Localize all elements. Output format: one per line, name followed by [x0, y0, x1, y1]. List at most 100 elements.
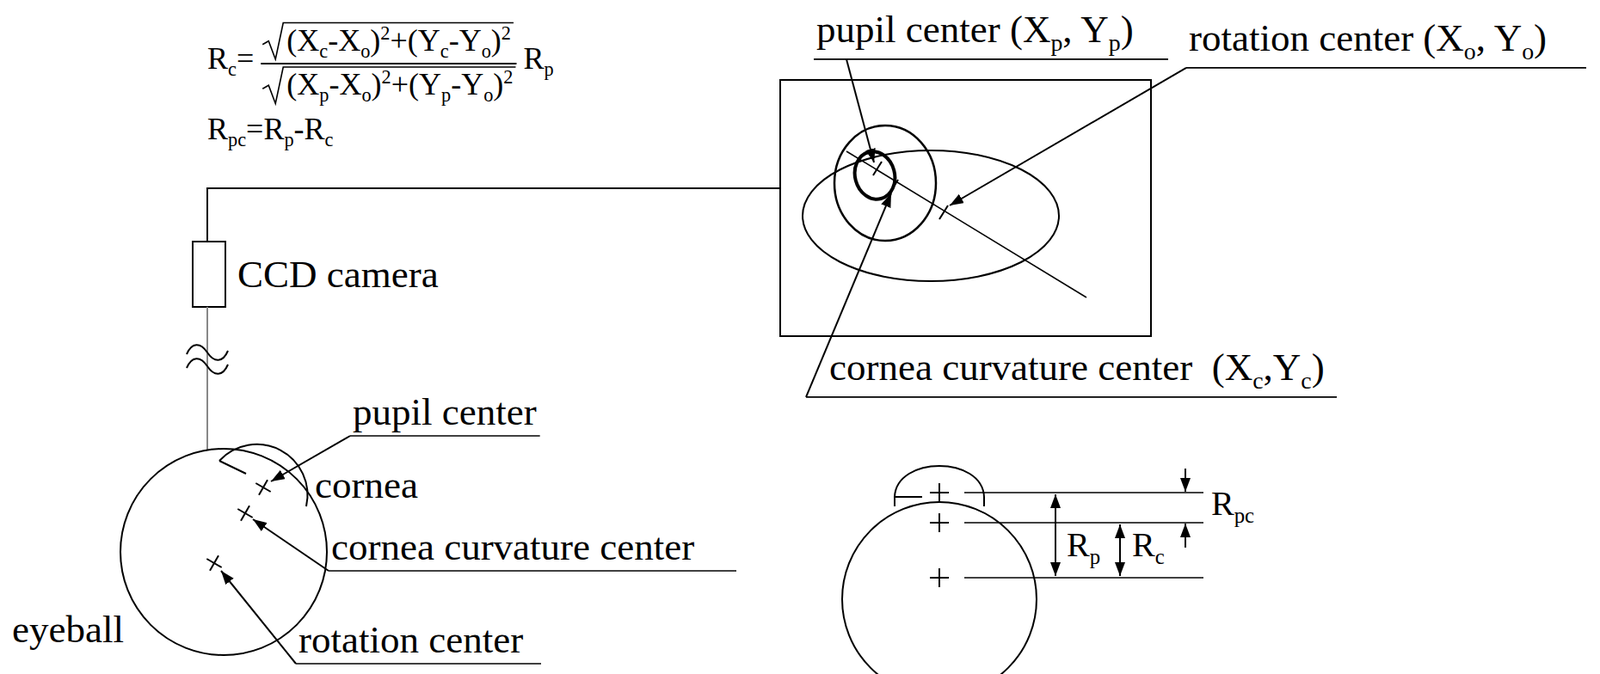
dimension-label: Rc [1132, 528, 1165, 569]
underline [328, 570, 737, 573]
label-text: +(Y [391, 67, 442, 102]
subscript: o [361, 84, 371, 106]
label-text: pupil center [352, 390, 537, 434]
label-text: (X [286, 23, 320, 58]
superscript: 2 [501, 22, 511, 44]
label-text: eyeball [12, 608, 124, 652]
dimension-label: Rp [1066, 528, 1101, 569]
pupil-center-cross [929, 483, 949, 503]
label-text: ) [1120, 7, 1134, 51]
dimension-arrow [1184, 468, 1187, 493]
label-text: -Y [449, 23, 482, 58]
underline [806, 396, 1337, 399]
axis-line [846, 151, 1087, 298]
part-label: cornea curvature center [331, 528, 695, 567]
eyeball-outline [120, 449, 327, 656]
label-text: R [523, 41, 544, 76]
coordinate-label: cornea curvature center (Xc,Yc) [829, 348, 1325, 394]
subscript: c [319, 40, 328, 62]
label-text: rotation center [298, 618, 524, 662]
cornea-outline [894, 466, 985, 507]
label-text: cornea [314, 463, 419, 507]
cornea-outline [219, 444, 308, 507]
radical-sign [262, 23, 514, 61]
iris-outline [834, 125, 936, 241]
part-label: rotation center [298, 621, 524, 660]
label-text: R [207, 41, 228, 76]
subscript: pc [1234, 504, 1255, 528]
formula-term: Rc= [207, 43, 254, 80]
label-text: pupil center (X [816, 7, 1051, 51]
label-text: (X [286, 67, 320, 102]
break-symbol [186, 344, 228, 361]
label-text: = [236, 41, 254, 76]
label-text: +(Y [389, 23, 440, 58]
subscript: p [1050, 29, 1063, 56]
dimension-arrow [1054, 494, 1057, 577]
label-text: -R [294, 111, 326, 147]
label-text: ) [492, 67, 504, 102]
leader-line [949, 67, 1187, 206]
label-text: , Y [1476, 16, 1522, 60]
pupil-center-tick [873, 161, 882, 176]
subscript: c [325, 129, 334, 151]
fraction-bar [260, 62, 517, 65]
subscript: c [440, 40, 450, 62]
cornea-center-tick [889, 179, 899, 194]
formula: Rpc=Rp-Rc [207, 113, 333, 151]
subscript: c [1300, 367, 1311, 394]
label-text: ) [369, 23, 381, 58]
extension-line [964, 492, 1204, 494]
subscript: o [483, 84, 493, 106]
label-text: ) [371, 67, 382, 102]
ccd-camera-body [192, 241, 226, 308]
pupil-outline [849, 147, 901, 204]
underline [295, 663, 542, 665]
radical-sign [262, 67, 516, 105]
label-text: R [1066, 525, 1090, 565]
cornea-center-cross [233, 501, 257, 525]
underline [1186, 67, 1587, 69]
break-symbol [186, 358, 228, 375]
cornea-base [894, 496, 923, 499]
rotation-center-cross [929, 568, 949, 588]
camera-image-frame [780, 80, 1151, 337]
label-text: -X [327, 23, 361, 58]
extension-line [964, 577, 1204, 579]
subscript: p [441, 84, 451, 106]
iris-line [219, 461, 247, 474]
extension-line [964, 522, 1204, 524]
label-text: cornea curvature center (X [829, 345, 1253, 389]
label-text: -Y [450, 67, 484, 102]
subscript: pc [227, 129, 247, 151]
subscript: c [1155, 545, 1165, 569]
subscript: o [481, 40, 492, 62]
subscript: p [543, 58, 554, 80]
underline [350, 435, 541, 437]
superscript: 2 [380, 22, 390, 44]
part-label: cornea [314, 466, 419, 505]
label-text: ,Y [1263, 345, 1302, 389]
label-text: R [207, 111, 228, 147]
label-text: =R [246, 111, 284, 147]
label-text: CCD camera [237, 252, 439, 296]
superscript: 2 [381, 66, 392, 88]
eyeball-outline [842, 502, 1037, 674]
subscript: o [360, 40, 370, 62]
formula-numerator: (Xc-Xo)2+(Yc-Yo)2 [286, 24, 511, 62]
label-text: ) [1311, 345, 1325, 389]
leader-line [846, 59, 874, 163]
leader-line [221, 571, 296, 665]
formula-denominator: (Xp-Xo)2+(Yp-Yo)2 [286, 67, 513, 106]
subscript: o [1521, 37, 1534, 65]
dimension-label: Rpc [1211, 486, 1255, 528]
subscript: p [1108, 29, 1121, 56]
subscript: p [1089, 545, 1101, 569]
part-label: CCD camera [237, 255, 439, 295]
part-label: eyeball [12, 610, 124, 650]
label-text: rotation center (X [1188, 16, 1465, 60]
label-text: , Y [1062, 7, 1108, 51]
rotation-center-tick [939, 205, 948, 220]
superscript: 2 [503, 66, 513, 88]
